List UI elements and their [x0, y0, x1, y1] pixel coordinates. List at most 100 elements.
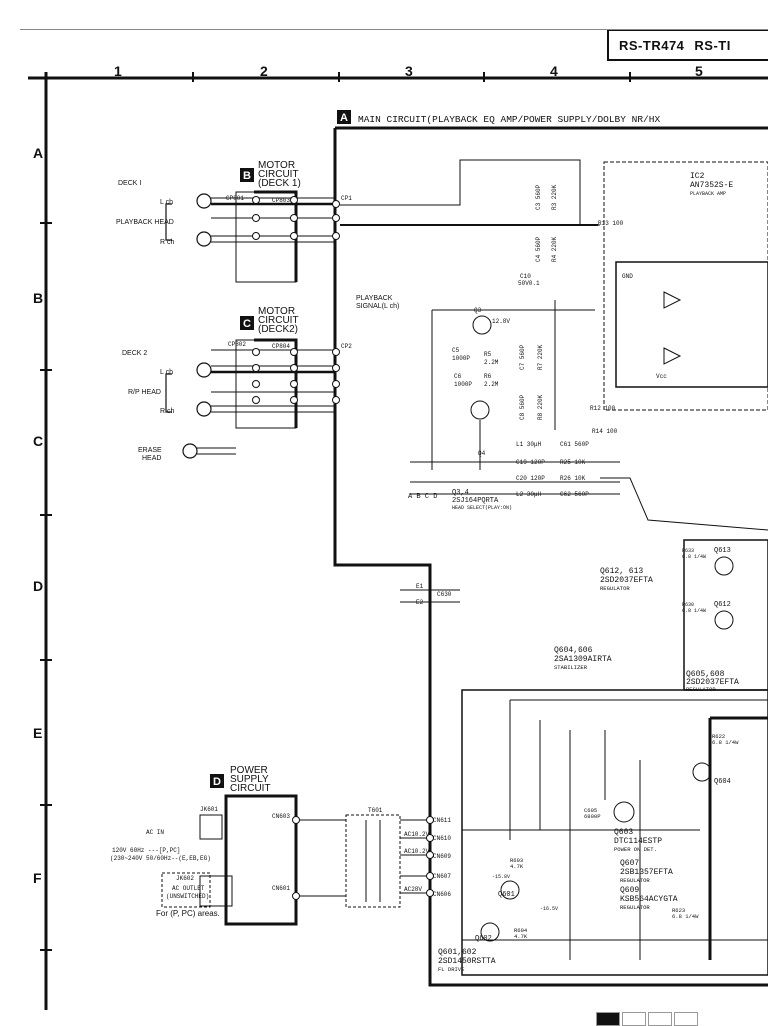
regulator-notes: Q612, 613 2SD2037EFTA REGULATOR Q604,606… — [554, 567, 739, 693]
r12-label: R12 100 — [590, 405, 616, 412]
row-label-d: D — [33, 578, 43, 594]
ic2-label: IC2 — [690, 172, 705, 181]
q603-desc: POWER ON DET. — [614, 846, 657, 853]
jk602-label: JK602 — [176, 875, 194, 882]
ac-tap-3: AC28V — [404, 886, 422, 893]
r633-label: R633 — [682, 548, 694, 554]
connector-cp-labels: CP1 CP2 — [341, 195, 352, 350]
q607-label: Q607 — [620, 859, 639, 868]
q601-602-desc: FL DRIVE — [438, 966, 465, 973]
e2-label: E2 — [416, 599, 424, 606]
r6-label: R6 — [484, 373, 492, 380]
column-labels: 1 2 3 4 5 — [114, 63, 703, 79]
q603-part: DTC114ESTP — [614, 837, 662, 846]
cp802-label: CP802 — [228, 341, 246, 348]
transformer — [296, 814, 430, 908]
model-number-2: RS-TI — [694, 37, 731, 53]
q604-label: Q604 — [714, 778, 731, 786]
r630-label: R630 — [682, 602, 694, 608]
col-label-4: 4 — [550, 63, 558, 79]
r622-label: R622 — [712, 733, 725, 740]
deck1-lch-label: L ch — [160, 199, 173, 206]
deck1-label: DECK I — [118, 180, 141, 187]
c7-label: C7 560P — [519, 344, 526, 370]
deck2-label: DECK 2 — [122, 350, 147, 357]
section-d-title-1: POWER — [230, 765, 268, 776]
r623-label: R623 — [672, 907, 685, 914]
ac-spec-2: (230~240V 50/60Hz--(E,EB,EG) — [110, 855, 211, 862]
q34-desc: HEAD SELECT(PLAY:ON) — [452, 505, 512, 511]
r25-label: R25 10K — [560, 459, 586, 466]
section-c-title-1: MOTOR — [258, 306, 295, 317]
ic2-desc: PLAYBACK AMP — [690, 191, 726, 197]
q612-label: Q612 — [714, 601, 731, 609]
r3-label: R3 220K — [551, 184, 558, 210]
head-symbols — [165, 193, 212, 459]
c10-label: C10 — [520, 273, 531, 280]
q604-606-part: 2SA1309AIRTA — [554, 655, 612, 664]
cn610-label: CN610 — [433, 835, 451, 842]
r633-value: 6.8 1/4W — [682, 554, 706, 560]
section-d-block: D POWER SUPPLY CIRCUIT CN603 CN601 JK601 — [199, 765, 298, 926]
q613-label: Q613 — [714, 547, 731, 555]
playback-signal-line-1: PLAYBACK — [356, 295, 393, 302]
col-label-2: 2 — [260, 63, 268, 79]
c4-label: C4 560P — [535, 236, 542, 262]
diagram-frame — [28, 72, 768, 1010]
ac-in-label: AC IN — [146, 829, 164, 836]
q609-label: Q609 — [620, 886, 639, 895]
r622-value: 6.8 1/4W — [712, 739, 739, 746]
model-number-1: RS-TR474 — [619, 37, 685, 53]
q603-label: Q603 — [614, 828, 633, 837]
r4-label: R4 220K — [551, 236, 558, 262]
row-label-a: A — [33, 145, 43, 161]
r5-value: 2.2M — [484, 359, 499, 366]
ac-input-labels: AC IN 120V 60Hz ---[P,PC] (230~240V 50/6… — [110, 829, 220, 918]
resistor-cap-column: C3 560P R3 220K C4 560P R4 220K C7 560P … — [519, 184, 558, 420]
section-a-header: A MAIN CIRCUIT(PLAYBACK EQ AMP/POWER SUP… — [337, 110, 660, 125]
main-board-outline — [333, 126, 768, 987]
cn609-label: CN609 — [433, 853, 451, 860]
color-calibration-swatches — [596, 1012, 700, 1026]
section-c-block: C MOTOR CIRCUIT (DECK2) CP802 CP804 — [228, 306, 299, 429]
playback-signal-line-2: SIGNAL(L ch) — [356, 303, 399, 310]
connector-pins — [252, 196, 340, 404]
q607-part: 2SB1357EFTA — [620, 868, 673, 877]
ic2-vcc: Vcc — [656, 373, 667, 380]
cn603-label: CN603 — [272, 813, 290, 820]
r13-label: R13 100 — [598, 220, 624, 227]
row-label-b: B — [33, 290, 43, 306]
ic2-part: AN7352S-E — [690, 181, 733, 190]
c605-label: C605 — [584, 807, 597, 814]
section-c-letter: C — [243, 318, 251, 330]
c10-value: 50V0.1 — [518, 280, 540, 287]
power-board-outline — [461, 689, 768, 976]
v158-label: -15.8V — [492, 874, 510, 880]
col-label-3: 3 — [405, 63, 413, 79]
r604-label: R604 — [514, 927, 528, 934]
ac-spec-1: 120V 60Hz ---[P,PC] — [112, 847, 180, 854]
cp2-label: CP2 — [341, 343, 352, 350]
c62-label: C62 560P — [560, 491, 589, 498]
r604-value: 4.7K — [514, 933, 528, 940]
deck2-lch-label: L ch — [160, 369, 173, 376]
q612-613-part: 2SD2037EFTA — [600, 576, 653, 585]
r630-value: 6.8 1/4W — [682, 608, 706, 614]
col-label-1: 1 — [114, 63, 122, 79]
q609-desc: REGULATOR — [620, 904, 650, 911]
q612-613-label: Q612, 613 — [600, 567, 643, 576]
cn601-label: CN601 — [272, 885, 290, 892]
cp804-label: CP804 — [272, 343, 290, 350]
t601-label: T601 — [368, 807, 383, 814]
c20-label: C20 120P — [516, 475, 545, 482]
section-c-title-3: (DECK2) — [258, 324, 298, 335]
ac-tap-2: AC10.2V — [404, 848, 430, 855]
transformer-labels: T601 AC10.2V AC10.2V AC28V CN611 CN610 C… — [368, 807, 451, 898]
r603-value: 4.7K — [510, 863, 524, 870]
q4-label: Q4 — [478, 450, 486, 457]
erase-head-label-1: ERASE — [138, 447, 162, 454]
row-label-c: C — [33, 433, 43, 449]
top-rule — [20, 29, 768, 30]
playback-head-label: PLAYBACK HEAD — [116, 219, 174, 226]
v128-label: 12.8V — [492, 318, 510, 325]
